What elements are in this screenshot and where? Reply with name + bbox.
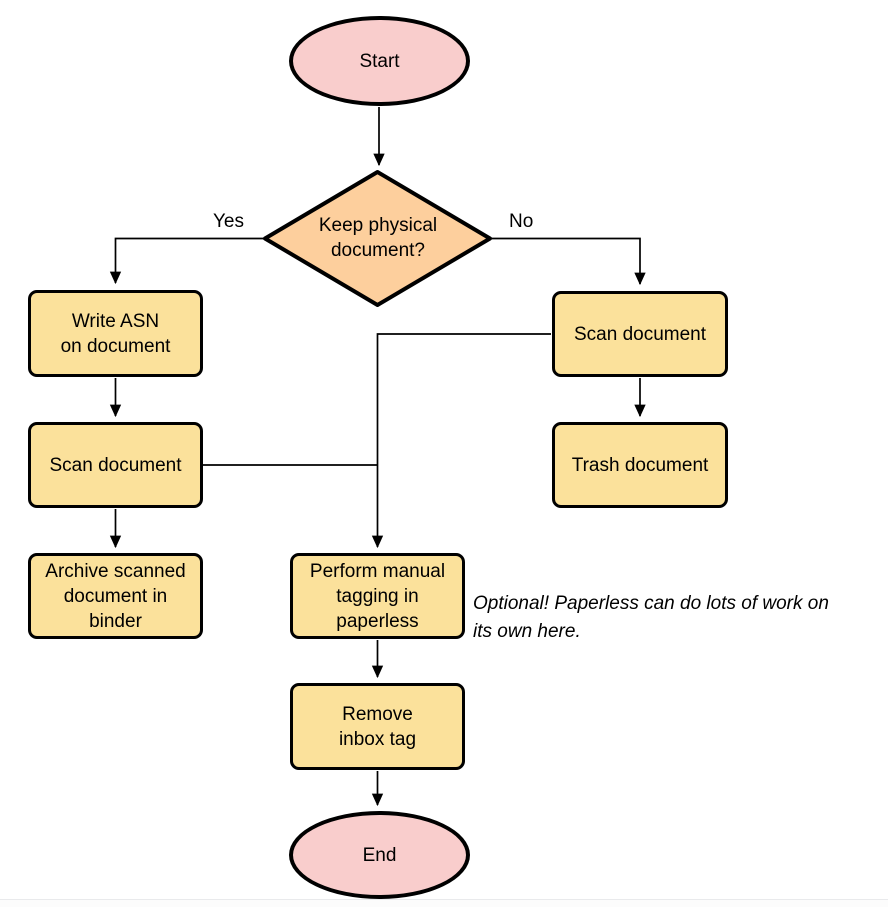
edge-label-yes: Yes [211, 211, 246, 233]
node-scan-document-right: Scan document [552, 291, 728, 377]
node-write-asn: Write ASN on document [28, 290, 203, 377]
node-scan-document-right-label: Scan document [573, 323, 707, 345]
page-bottom-edge-line [0, 899, 888, 900]
node-perform-tagging: Perform manual tagging in paperless [290, 553, 465, 639]
edge-decision-no-to-scan-right [489, 237, 646, 286]
edge-scan-right-to-perform-tagging [371, 333, 551, 549]
node-end-label: End [362, 844, 397, 866]
decision-node-shape [263, 170, 492, 307]
node-scan-document-left-label: Scan document [49, 454, 182, 476]
node-end: End [289, 811, 470, 899]
node-trash-document-label: Trash document [571, 454, 709, 476]
node-archive-scanned: Archive scanned document in binder [28, 553, 203, 639]
node-write-asn-label: Write ASN on document [60, 310, 171, 357]
node-remove-inbox-tag: Remove inbox tag [290, 683, 465, 770]
node-perform-tagging-label: Perform manual tagging in paperless [309, 560, 446, 632]
annotation-note: Optional! Paperless can do lots of work … [473, 593, 829, 642]
edge-decision-yes-to-write-asn [109, 237, 266, 285]
node-decision-label: Keep physical document? [318, 215, 438, 261]
node-start-label: Start [359, 50, 400, 72]
node-start: Start [289, 16, 470, 106]
node-archive-scanned-label: Archive scanned document in binder [45, 560, 186, 632]
page-bottom-edge-area [0, 900, 888, 907]
node-trash-document: Trash document [552, 422, 728, 508]
node-scan-document-left: Scan document [28, 422, 203, 508]
node-remove-inbox-tag-label: Remove inbox tag [338, 703, 417, 750]
edge-label-no: No [507, 211, 536, 233]
